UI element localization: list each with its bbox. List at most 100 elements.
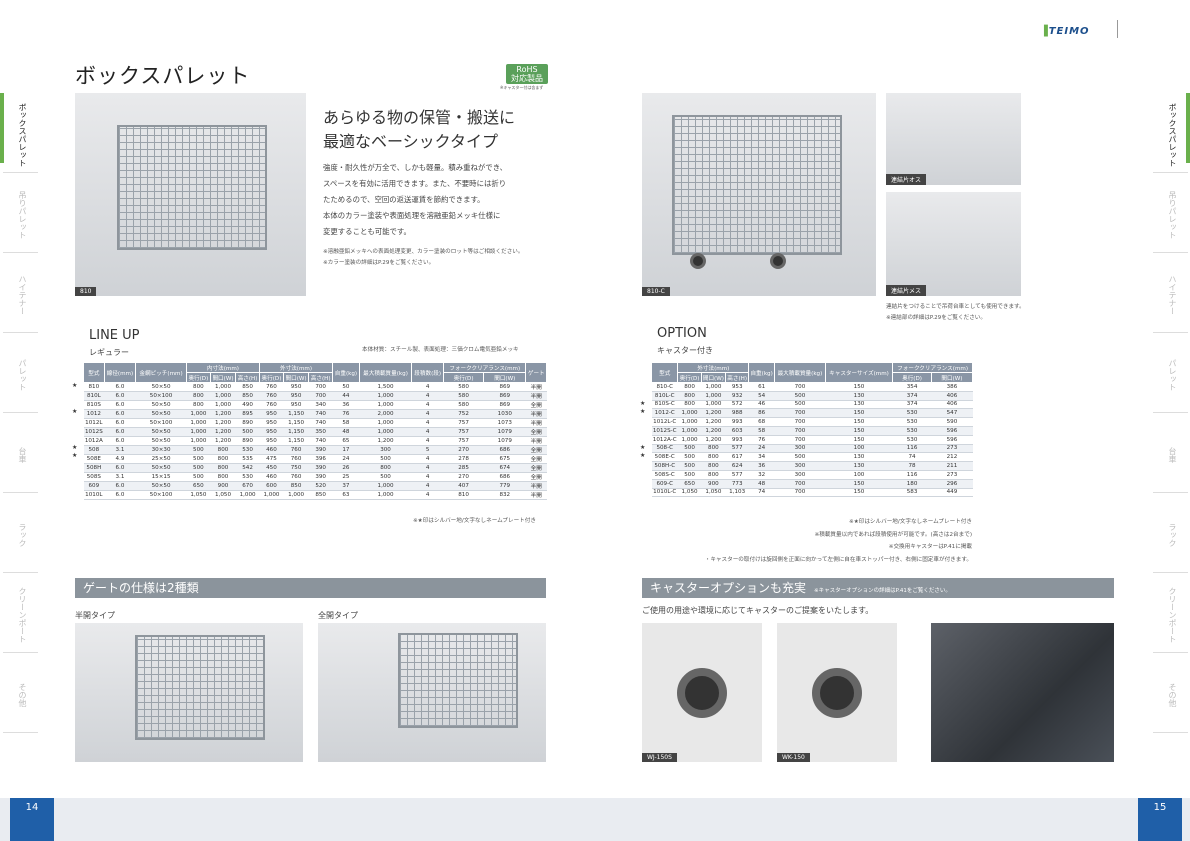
table-cell: 350	[308, 427, 333, 437]
table-cell: 700	[308, 382, 333, 392]
table-cell: 1030	[483, 409, 526, 419]
option-table: 型式 外寸法(mm) 自重(kg) 最大積載質量(kg) キャスターサイズ(mm…	[650, 362, 974, 498]
table-cell: 810L-C	[651, 391, 678, 401]
connector-male-photo: 連結片オス	[886, 93, 1021, 185]
table-cell: 700	[774, 479, 826, 489]
table-cell: 950	[259, 409, 284, 419]
table-cell: 1,000	[677, 435, 702, 445]
table-cell: 1012L	[83, 418, 105, 428]
table-cell: 490	[235, 400, 260, 410]
tab-divider	[3, 572, 38, 573]
table-cell: 270	[443, 472, 484, 482]
table-cell: 396	[308, 454, 333, 464]
table-cell: 895	[235, 409, 260, 419]
table-cell: 4.9	[104, 454, 136, 464]
side-tab[interactable]: その他	[1168, 683, 1177, 707]
table-cell: 950	[259, 436, 284, 446]
table-cell: 1,200	[701, 435, 726, 445]
footer-band	[0, 798, 1190, 841]
table-cell: 1,000	[210, 382, 236, 392]
star-marker: ★	[72, 443, 78, 451]
side-tab[interactable]: パレット	[1168, 359, 1177, 391]
table-cell: 116	[892, 470, 932, 480]
table-cell: 150	[825, 417, 893, 427]
table-cell: 1012S-C	[651, 426, 678, 436]
side-tab[interactable]: ボックスパレット	[1168, 103, 1177, 167]
table-cell: 半開	[525, 436, 547, 446]
side-tab[interactable]: 台車	[1168, 447, 1177, 463]
table-cell: 406	[931, 391, 973, 401]
gate-type-half: 半開タイプ	[75, 611, 115, 620]
table-cell: 44	[332, 391, 360, 401]
table-cell: 1012A	[83, 436, 105, 446]
side-tab[interactable]: 吊りパレット	[18, 191, 27, 239]
table-cell: 500	[186, 463, 211, 473]
table-cell: 460	[259, 472, 284, 482]
side-tab[interactable]: クリーンポート	[18, 587, 27, 643]
table-cell: 1,150	[283, 409, 309, 419]
table-cell: 500	[186, 445, 211, 455]
table-cell: 24	[332, 454, 360, 464]
caster-wheel	[690, 253, 706, 269]
table-cell: 50×50	[135, 427, 187, 437]
table-cell: 583	[892, 488, 932, 498]
table-cell: 547	[931, 408, 973, 419]
table-cell: 535	[235, 454, 260, 464]
page-title: ボックスパレット	[75, 64, 251, 88]
table-cell: 1079	[483, 427, 526, 437]
table-cell: 500	[677, 444, 702, 454]
table-cell: 全開	[525, 445, 547, 455]
table-cell: 2,000	[359, 409, 412, 419]
table-cell: 950	[259, 418, 284, 428]
side-tab[interactable]: パレット	[18, 359, 27, 391]
side-tab[interactable]: ハイテナー	[1168, 275, 1177, 315]
table-cell: 50	[332, 382, 360, 392]
table-cell: 3.1	[104, 472, 136, 482]
table-cell: 740	[308, 409, 333, 419]
option-heading: OPTION	[657, 326, 707, 341]
table-cell: 500	[359, 454, 412, 464]
table-cell: 273	[931, 444, 973, 454]
table-cell: 50×50	[135, 409, 187, 419]
table-cell: 1012S	[83, 427, 105, 437]
side-tab[interactable]: その他	[18, 683, 27, 707]
table-cell: 4	[411, 391, 444, 401]
table-cell: 530	[892, 417, 932, 427]
side-tab[interactable]: 吊りパレット	[1168, 191, 1177, 239]
table-cell: 508H-C	[651, 461, 678, 471]
table-cell: 半開	[525, 391, 547, 401]
table-cell: 130	[825, 400, 893, 410]
side-tab[interactable]: 台車	[18, 447, 27, 463]
table-cell: 1,000	[186, 409, 211, 419]
table-cell: 15×15	[135, 472, 187, 482]
table-cell: 650	[677, 479, 702, 489]
tab-divider	[3, 492, 38, 493]
side-tab[interactable]: ハイテナー	[18, 275, 27, 315]
table-cell: 508S-C	[651, 470, 678, 480]
table-cell: 752	[443, 409, 484, 419]
side-tab[interactable]: ラック	[1168, 523, 1177, 547]
box-pallet-photo: 810	[75, 93, 306, 296]
table-cell: 285	[443, 463, 484, 473]
table-cell: 700	[774, 408, 826, 419]
side-tab[interactable]: ボックスパレット	[18, 103, 27, 167]
table-cell: 1012	[83, 409, 105, 419]
table-cell: 半開	[525, 418, 547, 428]
table-cell: 530	[235, 472, 260, 482]
table-cell: 500	[359, 472, 412, 482]
table-cell: 590	[931, 417, 973, 427]
side-tab[interactable]: クリーンポート	[1168, 587, 1177, 643]
table-cell: 65	[332, 436, 360, 446]
side-tab[interactable]: ラック	[18, 523, 27, 547]
table-cell: 800	[677, 400, 702, 410]
table-cell: 508S	[83, 472, 105, 482]
table-cell: 460	[259, 445, 284, 455]
table-cell: 278	[443, 454, 484, 464]
table-cell: 50×50	[135, 382, 187, 392]
